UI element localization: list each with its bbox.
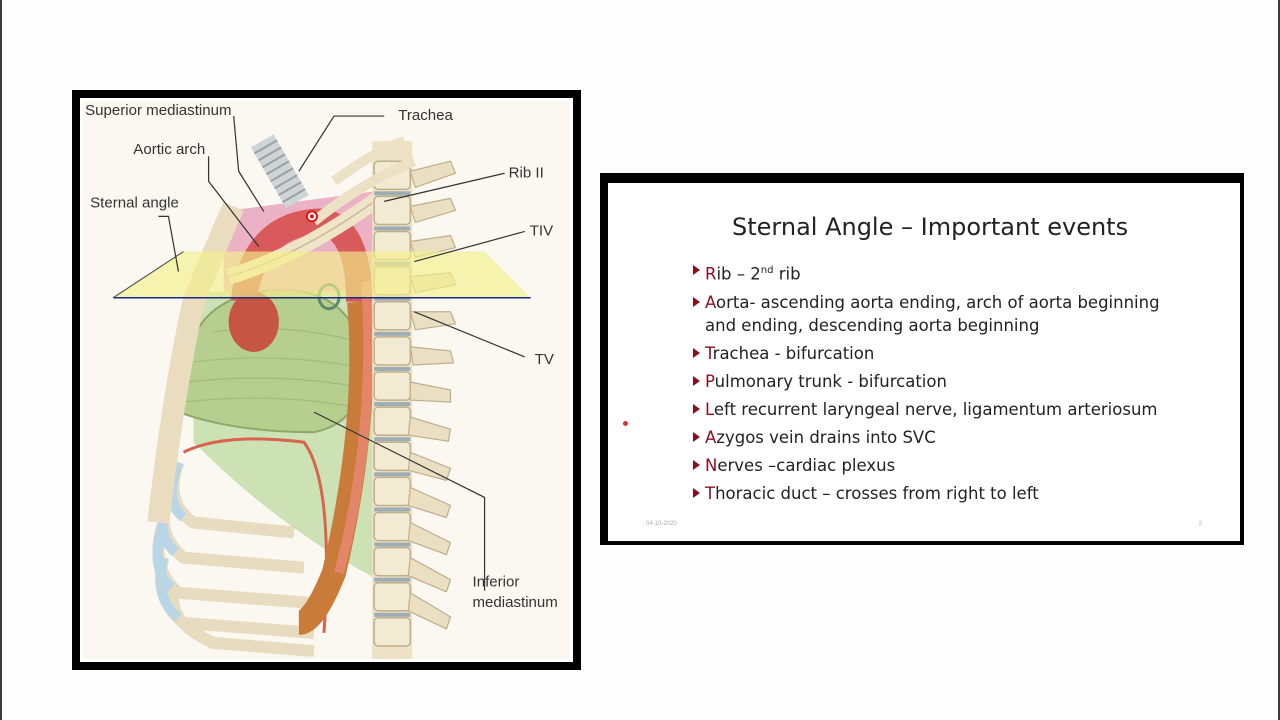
label-trachea: Trachea — [398, 107, 453, 124]
ascending-aorta-root — [228, 291, 279, 352]
anatomy-figure: Superior mediastinum Trachea Aortic arch… — [83, 101, 570, 659]
anatomy-figure-frame: Superior mediastinum Trachea Aortic arch… — [72, 90, 581, 670]
bullet-rib: Rib – 2nd rib — [692, 259, 1182, 286]
bullet-aorta: Aorta- ascending aorta ending, arch of a… — [692, 291, 1182, 337]
bullet-recurrent-laryngeal: Left recurrent laryngeal nerve, ligament… — [692, 398, 1182, 421]
bullet-list: Rib – 2nd rib Aorta- ascending aorta end… — [692, 259, 1182, 510]
slide-frame: Sternal Angle – Important events Rib – 2… — [600, 173, 1244, 545]
bullet-text: zygos vein drains into SVC — [716, 427, 936, 447]
anatomy-figure-border: Superior mediastinum Trachea Aortic arch… — [78, 96, 575, 664]
bullet-initial: L — [705, 399, 714, 419]
slide-page-number: 2 — [1198, 521, 1202, 527]
plane-left-edge — [112, 251, 184, 299]
bullet-initial: A — [705, 292, 716, 312]
bullet-text-end: rib — [773, 264, 801, 284]
pointer-dot — [623, 421, 628, 426]
bullet-text: orta- ascending aorta ending, arch of ao… — [705, 292, 1160, 335]
marker-dot-center — [309, 214, 314, 219]
bullet-initial: N — [705, 455, 718, 475]
bullet-initial: R — [705, 264, 717, 284]
bullet-initial: T — [705, 483, 716, 503]
label-tiv: TIV — [530, 222, 553, 239]
bullet-initial: P — [705, 371, 715, 391]
bullet-text: eft recurrent laryngeal nerve, ligamentu… — [713, 399, 1158, 419]
bullet-text: ib – 2 — [716, 264, 761, 284]
label-aortic-arch: Aortic arch — [133, 141, 205, 158]
slide-footer-date: 04-10-2020 — [646, 521, 677, 527]
left-edge-line — [0, 0, 2, 720]
label-mediastinum: mediastinum — [473, 594, 558, 611]
label-superior-mediastinum: Superior mediastinum — [85, 102, 231, 119]
label-rib-ii: Rib II — [509, 164, 544, 181]
bullet-superscript: nd — [760, 265, 774, 276]
bullet-trachea: Trachea - bifurcation — [692, 342, 1182, 365]
trachea-rings — [250, 134, 309, 209]
bullet-pulmonary-trunk: Pulmonary trunk - bifurcation — [692, 370, 1182, 393]
sternum — [147, 201, 244, 524]
descending-aorta — [296, 300, 374, 635]
esophagus — [334, 281, 374, 574]
bullet-text: erves –cardiac plexus — [717, 455, 896, 475]
leader-lines — [158, 115, 525, 591]
bullet-initial: T — [705, 343, 713, 363]
bullet-thoracic-duct: Thoracic duct – crosses from right to le… — [692, 482, 1182, 505]
label-tv: TV — [535, 351, 554, 368]
bullet-azygos: Azygos vein drains into SVC — [692, 426, 1182, 449]
bullet-nerves: Nerves –cardiac plexus — [692, 454, 1182, 477]
posterior-ribs — [310, 136, 417, 226]
vertebral-column — [372, 141, 457, 659]
bullet-text: rachea - bifurcation — [712, 343, 875, 363]
bullet-text: ulmonary trunk - bifurcation — [714, 371, 947, 391]
label-sternal-angle: Sternal angle — [90, 194, 179, 211]
slide: Sternal Angle – Important events Rib – 2… — [608, 183, 1240, 541]
bullet-text: horacic duct – crosses from right to lef… — [715, 483, 1039, 503]
label-inferior: Inferior — [473, 574, 520, 591]
slide-title: Sternal Angle – Important events — [732, 213, 1129, 241]
anatomy-illustration: Superior mediastinum Trachea Aortic arch… — [85, 102, 558, 659]
bullet-initial: A — [705, 427, 717, 447]
transverse-thoracic-plane — [113, 251, 531, 298]
right-edge-line — [1278, 0, 1280, 720]
